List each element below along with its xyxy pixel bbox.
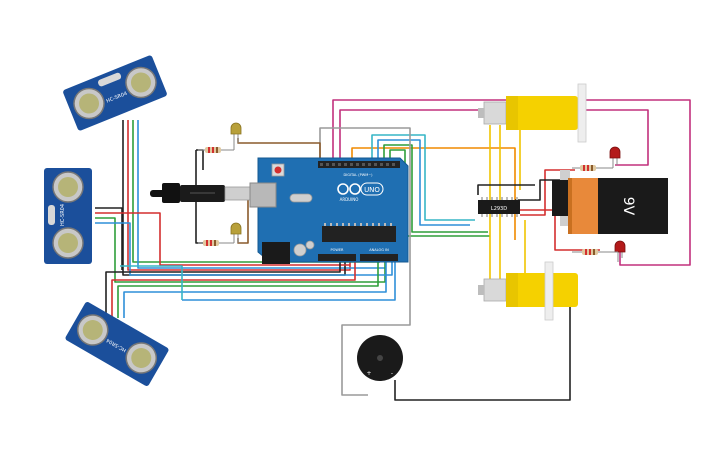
wire-left-black (95, 207, 123, 270)
digital-pins (320, 163, 395, 166)
wire-bottom-red (111, 262, 356, 318)
wire-magenta-led (582, 109, 649, 166)
wire-gray-buzzer (319, 127, 411, 396)
led-top-left[interactable] (230, 122, 242, 150)
resistor-right-top (572, 165, 613, 171)
wire-cyan-long (120, 265, 183, 300)
wire-orange (351, 147, 516, 240)
wire-black-driver-2 (477, 184, 535, 195)
arduino-brand: ARDUINO (340, 197, 359, 202)
arduino-uno[interactable]: DIGITAL (PWM~) ARDUINO UNO (249, 157, 409, 264)
ultrasonic-sensor-top[interactable]: HC-SR04 (62, 55, 167, 132)
wire-bottom-blue (123, 262, 387, 318)
digital-header-label: DIGITAL (PWM~) (343, 173, 373, 177)
wires (95, 99, 691, 401)
resistor-top-left (198, 147, 234, 153)
wire-sensor-red (127, 120, 351, 271)
gear-motor-bottom[interactable] (478, 261, 578, 321)
ultrasonic-sensor-bottom[interactable]: HC-SR04 (64, 301, 169, 387)
wire-magenta-top (332, 99, 691, 266)
wire-cyan-1 (371, 134, 475, 221)
wire-black-jack (196, 149, 204, 170)
wire-green-1 (383, 144, 488, 233)
usb-cable[interactable] (150, 183, 254, 203)
power-header[interactable] (318, 254, 356, 261)
wire-sensor-blue (137, 120, 385, 269)
wire-left-blue (95, 222, 393, 276)
capacitor-1 (293, 243, 307, 257)
wire-green-2 (389, 149, 490, 237)
resistor-right-bottom (572, 249, 618, 255)
wire-bottom-green (117, 262, 379, 318)
gear-motor-top[interactable] (478, 83, 587, 143)
usb-port (249, 182, 277, 208)
wire-black-buzzer (394, 300, 571, 401)
analog-header[interactable] (360, 254, 398, 261)
sensor-left-label: HC-SR04 (60, 204, 66, 226)
arduino-logo-icon (337, 183, 361, 195)
wire-blue-long (182, 262, 396, 301)
atmega-chip (322, 226, 396, 242)
wire-red-driver-2 (515, 209, 600, 251)
led-right-top[interactable] (609, 146, 621, 168)
battery-9v[interactable]: 9V (552, 170, 668, 234)
ultrasonic-sensor-left[interactable]: HC-SR04 (44, 168, 92, 264)
crystal (289, 193, 313, 203)
chip-pins (324, 223, 392, 226)
dc-jack (262, 242, 290, 264)
wire-brown-led1 (237, 138, 321, 160)
motor-driver-label: L293D (491, 206, 507, 212)
buzzer-plus: + (366, 370, 371, 377)
wire-left-red (95, 212, 350, 266)
buzzer-minus: - (391, 370, 393, 377)
arduino-model: UNO (364, 186, 380, 194)
led-bottom-left[interactable] (230, 222, 242, 243)
wire-magenta-motor (339, 109, 482, 160)
piezo-buzzer[interactable]: + - (357, 335, 403, 381)
led-right-bottom[interactable] (614, 240, 626, 262)
wire-bottom-black (105, 262, 341, 318)
wire-blue-1 (377, 139, 470, 226)
analog-header-label: ANALOG IN (369, 248, 389, 252)
resistor-bottom-left (198, 240, 234, 246)
capacitor-2 (305, 240, 315, 250)
power-header-label: POWER (331, 248, 345, 252)
motor-driver-l293d[interactable]: L293D (478, 197, 520, 217)
uno-badge: UNO (360, 182, 384, 196)
battery-label: 9V (620, 197, 636, 216)
